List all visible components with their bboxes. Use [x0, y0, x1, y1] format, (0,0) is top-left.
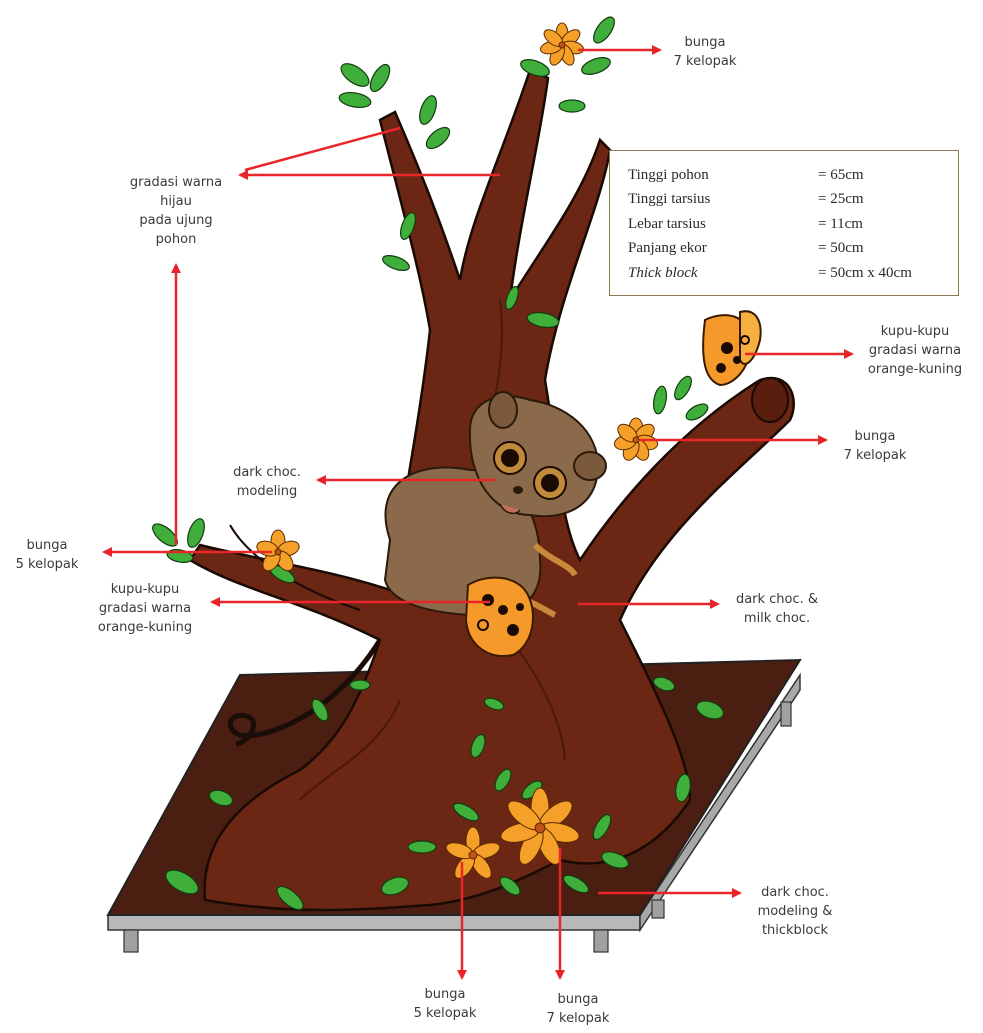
- label-base-modeling: dark choc.modeling & thickblock: [745, 883, 845, 940]
- dimension-name: Tinggi tarsius: [628, 191, 818, 208]
- dimension-name: Thick block: [628, 265, 818, 282]
- label-right-flower: bunga7 kelopak: [830, 427, 920, 465]
- dimension-value: = 11cm: [818, 216, 958, 233]
- dimension-value: = 50cm x 40cm: [818, 265, 958, 282]
- dimension-value: = 25cm: [818, 191, 958, 208]
- dimension-name: Panjang ekor: [628, 240, 818, 257]
- label-bottom-flower-5: bunga5 kelopak: [400, 985, 490, 1023]
- label-gradient-green: gradasi warnahijau pada ujungpohon: [96, 173, 256, 249]
- arrow-gradient-branch: [245, 128, 400, 170]
- dimension-row: Lebar tarsius = 11cm: [628, 212, 958, 237]
- label-top-flower: bunga7 kelopak: [665, 33, 745, 71]
- dimension-value: = 50cm: [818, 240, 958, 257]
- dimension-name: Tinggi pohon: [628, 167, 818, 184]
- butterfly-right: [703, 311, 760, 385]
- label-butterfly-left: kupu-kupugradasi warna orange-kuning: [80, 580, 210, 637]
- dimensions-table: Tinggi pohon = 65cm Tinggi tarsius = 25c…: [609, 150, 959, 296]
- label-bottom-flower-7: bunga7 kelopak: [533, 990, 623, 1028]
- dimension-row: Tinggi tarsius = 25cm: [628, 188, 958, 213]
- label-dark-choc-modeling: dark choc.modeling: [222, 463, 312, 501]
- dimension-name: Lebar tarsius: [628, 216, 818, 233]
- label-dark-milk-choc: dark choc. &milk choc.: [722, 590, 832, 628]
- dimension-value: = 65cm: [818, 167, 958, 184]
- label-butterfly-right: kupu-kupugradasi warna orange-kuning: [855, 322, 975, 379]
- dimension-row: Tinggi pohon = 65cm: [628, 163, 958, 188]
- dimension-row: Thick block = 50cm x 40cm: [628, 261, 958, 286]
- flower-top: [539, 23, 585, 67]
- butterfly-left: [466, 578, 533, 656]
- label-left-flower: bunga5 kelopak: [2, 536, 92, 574]
- dimension-row: Panjang ekor = 50cm: [628, 237, 958, 262]
